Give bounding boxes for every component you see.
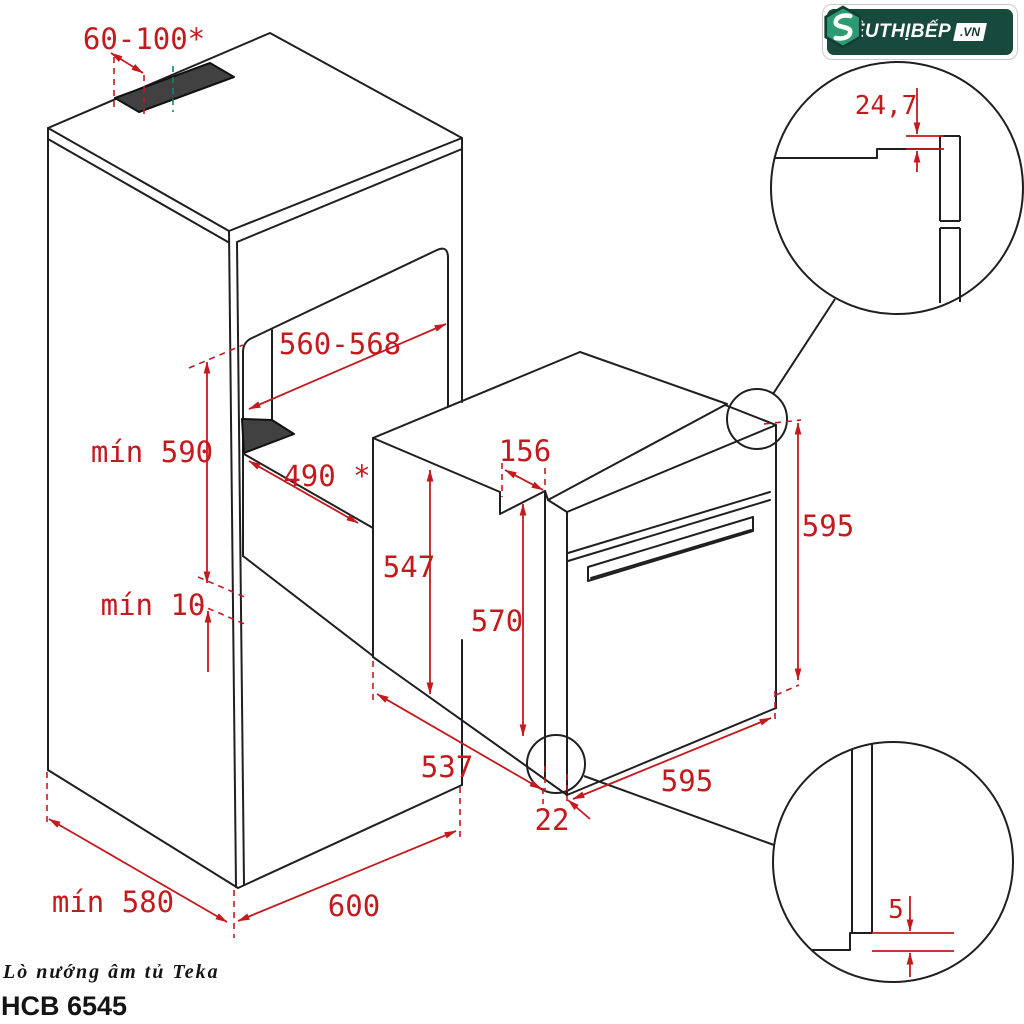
oven-top-left-edge xyxy=(372,351,581,439)
cabinet-near-edge-outer xyxy=(228,230,237,888)
dim-body-depth-label: 537 xyxy=(421,750,473,784)
product-caption: Lò nướng âm tủ Teka xyxy=(3,961,220,983)
detail-circle-top xyxy=(770,61,1024,315)
detail-bottom-section xyxy=(811,744,873,951)
oven-top-back-edge xyxy=(579,351,728,405)
logo-tld-badge: .VN xyxy=(953,23,987,41)
callout-small-top xyxy=(726,388,788,450)
dim-top-vent-label: 60-100* xyxy=(83,22,205,56)
dim-body-depth xyxy=(376,693,542,790)
extension-lines xyxy=(46,57,802,938)
logo-panel: SIÊUTHỊBẾP .VN xyxy=(824,5,1013,55)
cabinet-front-inner-edge xyxy=(236,148,463,243)
oven-frame-connector xyxy=(544,490,549,501)
oven-frame-cap-edge xyxy=(724,404,777,426)
oven-door-groove-2 xyxy=(567,499,771,562)
logo-tld-text: .VN xyxy=(960,25,981,39)
dim-panel-height-label: 595 xyxy=(802,509,854,543)
dim-overhang xyxy=(567,799,591,820)
dim-cabinet-width xyxy=(237,830,457,922)
oven-door-groove-1 xyxy=(567,491,771,554)
dim-niche-width xyxy=(248,323,447,410)
product-model: HCB 6545 xyxy=(1,991,128,1021)
cabinet-bottom-front-edge xyxy=(237,784,463,889)
dim-rear-height-label: 570 xyxy=(471,604,523,638)
detail-top-section xyxy=(775,135,961,303)
dim-top-vent xyxy=(110,52,144,74)
oven-top-notch xyxy=(499,490,546,515)
dim-shelf-depth xyxy=(248,460,359,524)
oven-handle-slot-lip xyxy=(590,529,752,579)
callout-leader-top xyxy=(772,298,836,395)
dim-bottom-gap-label: mín 10 xyxy=(101,588,206,622)
oven-panel-top-edge xyxy=(566,424,777,513)
niche-vent-cutout xyxy=(241,418,295,454)
dim-cabinet-depth xyxy=(48,818,228,923)
dim-cabinet-depth-label: mín 580 xyxy=(52,885,174,919)
dim-cabinet-width-label: 600 xyxy=(328,889,380,923)
oven-handle-slot xyxy=(587,516,754,582)
oven-top-front-edge xyxy=(372,437,501,493)
dim-notch-label: 156 xyxy=(499,434,551,468)
dim-niche-height-label: mín 590 xyxy=(91,435,213,469)
dim-detail-bottom-label: 5 xyxy=(888,895,904,925)
logo-brand-text: SIÊUTHỊBẾP xyxy=(833,21,952,42)
cabinet-near-edge-inner xyxy=(236,242,245,885)
top-vent-cutout xyxy=(114,62,235,113)
oven-frame-left-cap xyxy=(547,499,568,513)
dim-niche-width-label: 560-568 xyxy=(279,327,401,361)
cabinet-left-inner-edge xyxy=(47,138,229,243)
dim-panel-width xyxy=(572,717,772,800)
dimension-labels: 60-100* 560-568 mín 590 490 * mín 10 547… xyxy=(52,22,917,925)
dim-panel-width-label: 595 xyxy=(661,764,713,798)
callout-small-bottom xyxy=(526,734,586,794)
cabinet-top-face xyxy=(47,32,463,232)
dim-shelf-depth-label: 490 * xyxy=(283,459,370,493)
dim-body-height-label: 547 xyxy=(383,550,435,584)
hexagon-s-icon xyxy=(824,5,862,49)
dim-notch xyxy=(504,469,544,491)
cabinet-niche-opening xyxy=(242,247,449,557)
cabinet-bottom-left-edge xyxy=(47,769,239,889)
dim-overhang-label: 22 xyxy=(535,803,570,837)
cabinet-niche-floor-edge xyxy=(242,555,374,657)
siteuthibep-logo: SIÊUTHỊBẾP .VN xyxy=(822,4,1018,60)
dimension-lines xyxy=(48,52,954,977)
detail-circle-bottom xyxy=(772,741,1014,983)
dim-detail-top-label: 24,7 xyxy=(855,91,918,121)
oven-frame-back-edge xyxy=(547,404,726,501)
